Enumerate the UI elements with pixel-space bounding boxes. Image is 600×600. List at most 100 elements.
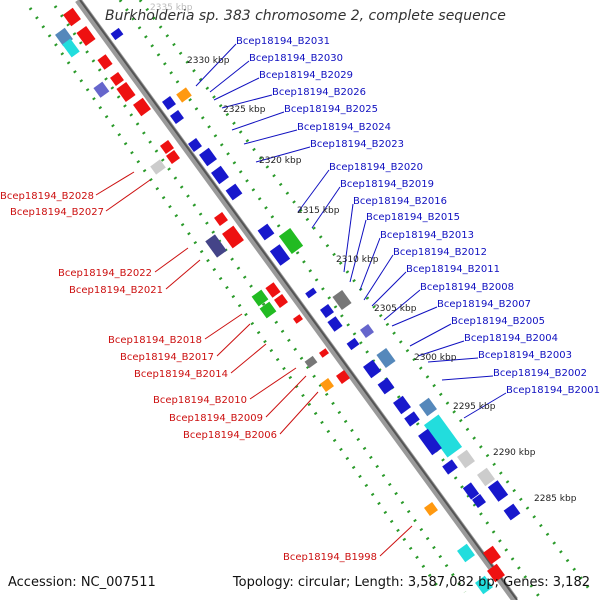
leader-line: [105, 179, 151, 212]
gene-glyph: [110, 72, 124, 86]
gene-label[interactable]: Bcep18194_B2013: [380, 230, 474, 241]
gene-glyph: [419, 397, 437, 417]
gene-glyph: [160, 140, 174, 154]
leader-line: [221, 94, 273, 109]
leader-line: [359, 237, 381, 291]
gene-label[interactable]: Bcep18194_B2004: [464, 333, 558, 344]
gene-label[interactable]: Bcep18194_B2003: [478, 350, 572, 361]
gene-glyph: [162, 96, 176, 110]
gene-glyph: [424, 502, 438, 516]
gene-label[interactable]: Bcep18194_B2022: [58, 268, 152, 279]
gene-glyph: [274, 294, 288, 308]
leader-line: [363, 254, 394, 301]
leader-line: [343, 203, 354, 273]
gene-glyph: [222, 225, 244, 249]
gene-label[interactable]: Bcep18194_B2009: [169, 413, 263, 424]
tick-label: 2325 kbp: [223, 105, 266, 115]
gene-glyph: [150, 159, 166, 175]
leader-line: [391, 306, 438, 327]
leader-line: [379, 525, 413, 557]
gene-label[interactable]: Bcep18194_B2029: [259, 70, 353, 81]
gene-glyph: [199, 147, 217, 167]
gene-label[interactable]: Bcep18194_B2020: [329, 162, 423, 173]
chromosome-backbone: [75, 0, 518, 600]
gene-glyph: [269, 244, 291, 266]
gene-glyph: [472, 494, 486, 508]
inner-left-guide: [53, 5, 467, 593]
map-title: Burkholderia sp. 383 chromosome 2, compl…: [105, 8, 506, 24]
gene-glyph: [404, 411, 420, 427]
gene-label[interactable]: Bcep18194_B2010: [153, 395, 247, 406]
tick-label: 2290 kbp: [493, 448, 536, 458]
gene-glyph: [346, 337, 360, 351]
gene-glyph: [376, 348, 396, 368]
leader-line: [231, 111, 285, 131]
gene-label[interactable]: Bcep18194_B2028: [0, 191, 94, 202]
gene-label[interactable]: Bcep18194_B2006: [183, 430, 277, 441]
genes-reverse-strand: [55, 7, 505, 595]
gene-glyph: [76, 26, 96, 46]
gene-label[interactable]: Bcep18194_B2005: [451, 316, 545, 327]
leader-line: [463, 392, 507, 419]
gene-label[interactable]: Bcep18194_B2012: [393, 247, 487, 258]
gene-glyph: [327, 316, 343, 332]
accession-label: Accession: NC_007511: [8, 575, 156, 590]
gene-glyph: [211, 165, 229, 185]
gene-glyph: [462, 482, 480, 500]
gene-glyph: [332, 290, 352, 310]
gene-glyph: [483, 545, 501, 565]
gene-glyph: [188, 138, 202, 152]
gene-glyph: [304, 355, 318, 369]
gene-label[interactable]: Bcep18194_B2002: [493, 368, 587, 379]
gene-label[interactable]: Bcep18194_B2016: [353, 196, 447, 207]
chromosome-backbone-shade: [79, 0, 518, 600]
gene-label[interactable]: Bcep18194_B2011: [406, 264, 500, 275]
gene-label[interactable]: Bcep18194_B2021: [69, 285, 163, 296]
genes-forward-strand: [110, 27, 521, 521]
leader-line: [441, 375, 494, 381]
gene-label[interactable]: Bcep18194_B2001: [506, 385, 600, 396]
leader-line: [165, 259, 201, 290]
gene-label[interactable]: Bcep18194_B2024: [297, 122, 391, 133]
gene-glyph: [319, 348, 329, 358]
gene-label[interactable]: Bcep18194_B2007: [437, 299, 531, 310]
leader-line: [311, 186, 341, 229]
gene-glyph: [487, 480, 509, 502]
tick-label: 2320 kbp: [259, 156, 302, 166]
gene-label[interactable]: Bcep18194_B2008: [420, 282, 514, 293]
tick-label: 2300 kbp: [414, 353, 457, 363]
gene-glyph: [487, 563, 505, 583]
gene-label[interactable]: Bcep18194_B2026: [272, 87, 366, 98]
leader-line: [95, 171, 135, 196]
leader-line: [216, 323, 251, 357]
gene-label[interactable]: Bcep18194_B2025: [284, 104, 378, 115]
gene-glyph: [457, 543, 475, 563]
leader-line: [265, 375, 307, 418]
gene-glyph: [176, 87, 192, 103]
gene-label[interactable]: Bcep18194_B2015: [366, 212, 460, 223]
leader-line: [249, 367, 297, 400]
tick-label: 2315 kbp: [297, 206, 340, 216]
gene-label[interactable]: Bcep18194_B2017: [120, 352, 214, 363]
tick-labels: 2335 kbp 2330 kbp 2325 kbp 2320 kbp 2315…: [150, 3, 577, 504]
gene-glyph: [170, 110, 184, 124]
leader-line: [243, 129, 298, 145]
gene-label[interactable]: Bcep18194_B2019: [340, 179, 434, 190]
gene-label[interactable]: Bcep18194_B2027: [10, 207, 104, 218]
tick-label: 2285 kbp: [534, 494, 577, 504]
leader-line: [371, 271, 407, 307]
tick-label: 2305 kbp: [374, 304, 417, 314]
gene-label[interactable]: Bcep18194_B2030: [249, 53, 343, 64]
gene-glyph: [320, 378, 334, 392]
gene-glyph: [336, 370, 350, 384]
gene-label[interactable]: Bcep18194_B2023: [310, 139, 404, 150]
gene-glyph: [265, 282, 281, 298]
leader-line: [154, 247, 189, 273]
gene-label[interactable]: Bcep18194_B1998: [283, 552, 377, 563]
tick-label: 2295 kbp: [453, 402, 496, 412]
gene-label[interactable]: Bcep18194_B2014: [134, 369, 228, 380]
gene-glyph: [110, 27, 124, 41]
gene-label[interactable]: Bcep18194_B2031: [236, 36, 330, 47]
gene-label[interactable]: Bcep18194_B2018: [108, 335, 202, 346]
gene-labels-right: Bcep18194_B2031 Bcep18194_B2030 Bcep1819…: [236, 36, 600, 396]
